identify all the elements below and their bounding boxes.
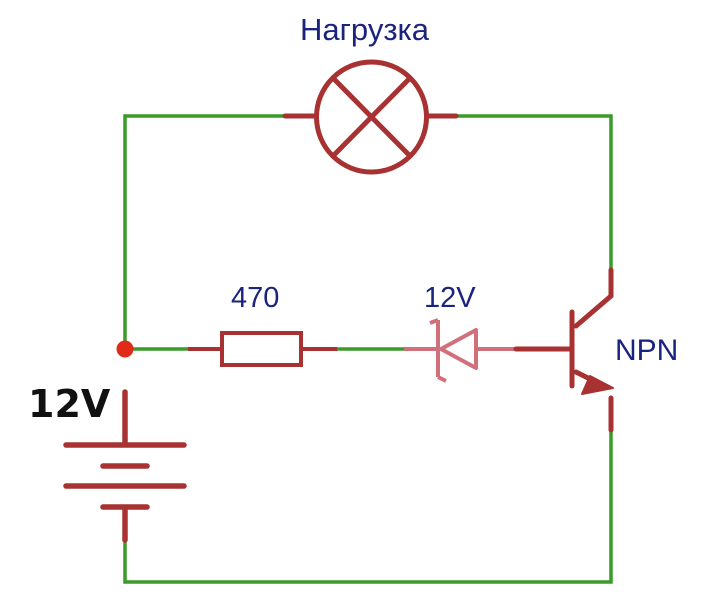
battery-symbol	[63, 389, 187, 543]
load-label: Нагрузка	[300, 12, 430, 47]
resistor-symbol	[188, 331, 337, 367]
zener-label: 12V	[424, 282, 476, 314]
lamp-symbol	[282, 59, 459, 175]
wire-bottom-loop	[123, 428, 613, 584]
battery-label: 12V	[28, 382, 111, 426]
transistor-label: NPN	[615, 334, 679, 367]
wires	[123, 114, 613, 584]
resistor-label: 470	[231, 282, 280, 314]
wire-left-top	[123, 114, 287, 350]
junction-dot	[116, 340, 134, 358]
zener-symbol	[404, 318, 516, 383]
wire-right-top	[454, 114, 613, 272]
npn-transistor-symbol	[513, 267, 614, 433]
